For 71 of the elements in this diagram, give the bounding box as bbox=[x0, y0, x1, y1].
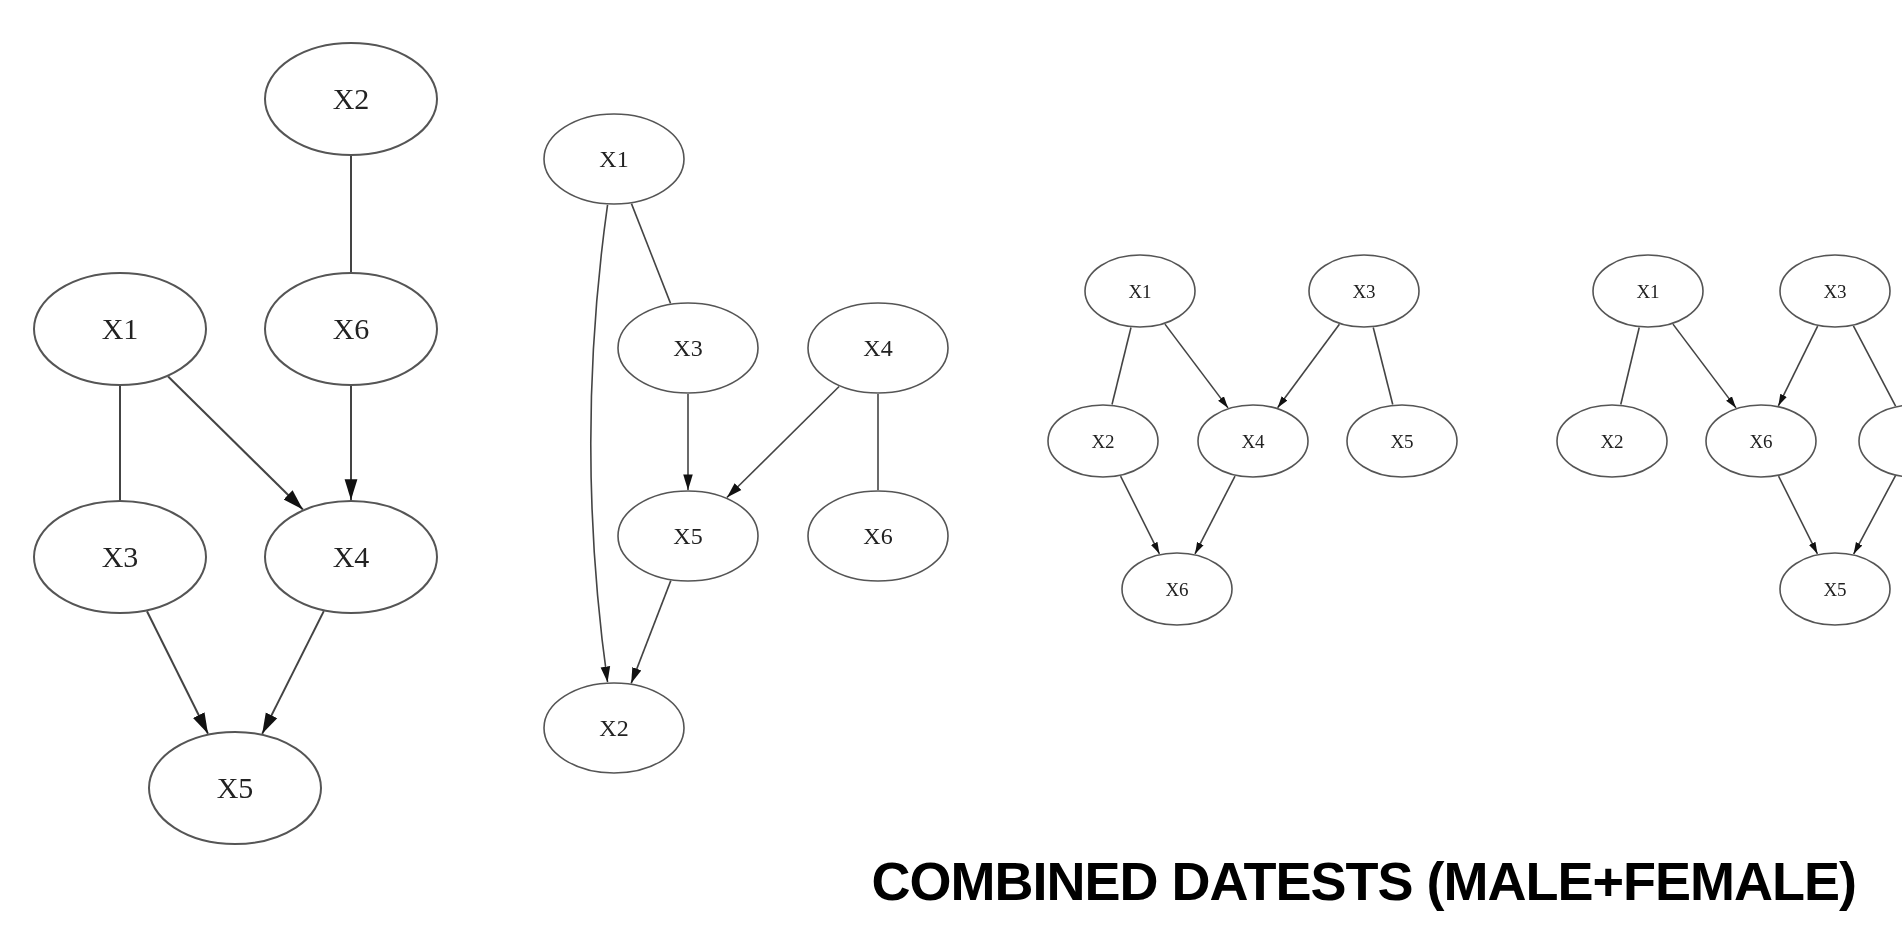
variable-label: X6 bbox=[1749, 431, 1773, 451]
variable-label: X4 bbox=[1241, 431, 1265, 451]
title: COMBINED DATESTS (MALE+FEMALE) bbox=[871, 852, 1856, 912]
variable-label: X4 bbox=[863, 336, 893, 360]
variable-ellipse bbox=[1705, 404, 1817, 478]
connector-line bbox=[1111, 326, 1132, 406]
variable-label: X1 bbox=[1128, 281, 1152, 301]
variable-label: X2 bbox=[1091, 431, 1115, 451]
variable-label: X2 bbox=[332, 84, 370, 114]
variable-ellipse bbox=[1047, 404, 1159, 478]
variable-ellipse bbox=[617, 302, 759, 394]
arrow bbox=[630, 579, 672, 685]
variable-label: X2 bbox=[1600, 431, 1624, 451]
arrow bbox=[1852, 475, 1897, 555]
variable-ellipse bbox=[264, 500, 438, 614]
arrow bbox=[1164, 323, 1229, 409]
arrow bbox=[1777, 325, 1819, 407]
arrow bbox=[590, 204, 611, 683]
connector-line bbox=[119, 385, 121, 501]
arrow bbox=[261, 610, 325, 735]
variable-label: X3 bbox=[101, 542, 139, 572]
variable-ellipse bbox=[264, 42, 438, 156]
variable-label: X2 bbox=[599, 716, 629, 740]
variable-ellipse bbox=[543, 113, 685, 205]
arrow bbox=[1276, 323, 1341, 409]
variable-ellipse bbox=[807, 490, 949, 582]
connector-line bbox=[877, 393, 879, 491]
arrow bbox=[1777, 475, 1819, 555]
connector-line bbox=[350, 155, 352, 273]
connector-line bbox=[630, 202, 672, 305]
connector-line bbox=[1372, 326, 1394, 406]
variable-label: X3 bbox=[673, 336, 703, 360]
variable-label: X6 bbox=[332, 314, 370, 344]
variable-label: X5 bbox=[673, 524, 703, 548]
variable-ellipse bbox=[33, 500, 207, 614]
variable-ellipse bbox=[148, 731, 322, 845]
variable-label: X5 bbox=[1823, 579, 1847, 599]
arrow bbox=[726, 385, 840, 499]
arrow bbox=[1119, 475, 1161, 555]
variable-label: X1 bbox=[1636, 281, 1660, 301]
variable-ellipse bbox=[1197, 404, 1309, 478]
variable-ellipse bbox=[1121, 552, 1233, 626]
variable-label: X1 bbox=[599, 147, 629, 171]
variable-ellipse bbox=[1084, 254, 1196, 328]
variable-label: X6 bbox=[1165, 579, 1189, 599]
variable-label: X3 bbox=[1823, 281, 1847, 301]
variable-label: X5 bbox=[216, 773, 254, 803]
variable-ellipse bbox=[1556, 404, 1668, 478]
connector-line bbox=[1852, 325, 1897, 407]
variable-label: X3 bbox=[1352, 281, 1376, 301]
variable-ellipse bbox=[543, 682, 685, 774]
variable-ellipse bbox=[1308, 254, 1420, 328]
connector-line bbox=[1619, 326, 1641, 406]
variable-ellipse bbox=[1346, 404, 1458, 478]
variable-label: X5 bbox=[1390, 431, 1414, 451]
arrow bbox=[683, 393, 693, 491]
variable-label: X6 bbox=[863, 524, 893, 548]
variable-ellipse bbox=[617, 490, 759, 582]
arrow bbox=[344, 385, 358, 501]
arrow bbox=[1194, 475, 1236, 555]
variable-ellipse bbox=[1779, 552, 1891, 626]
variable-label: X4 bbox=[332, 542, 370, 572]
arrow bbox=[146, 610, 209, 735]
variable-ellipse bbox=[1592, 254, 1704, 328]
variable-ellipse bbox=[33, 272, 207, 386]
variable-ellipse bbox=[807, 302, 949, 394]
variable-ellipse bbox=[1779, 254, 1891, 328]
arrow bbox=[167, 375, 304, 511]
variable-ellipse bbox=[264, 272, 438, 386]
arrow bbox=[1672, 323, 1737, 409]
variable-label: X1 bbox=[101, 314, 139, 344]
